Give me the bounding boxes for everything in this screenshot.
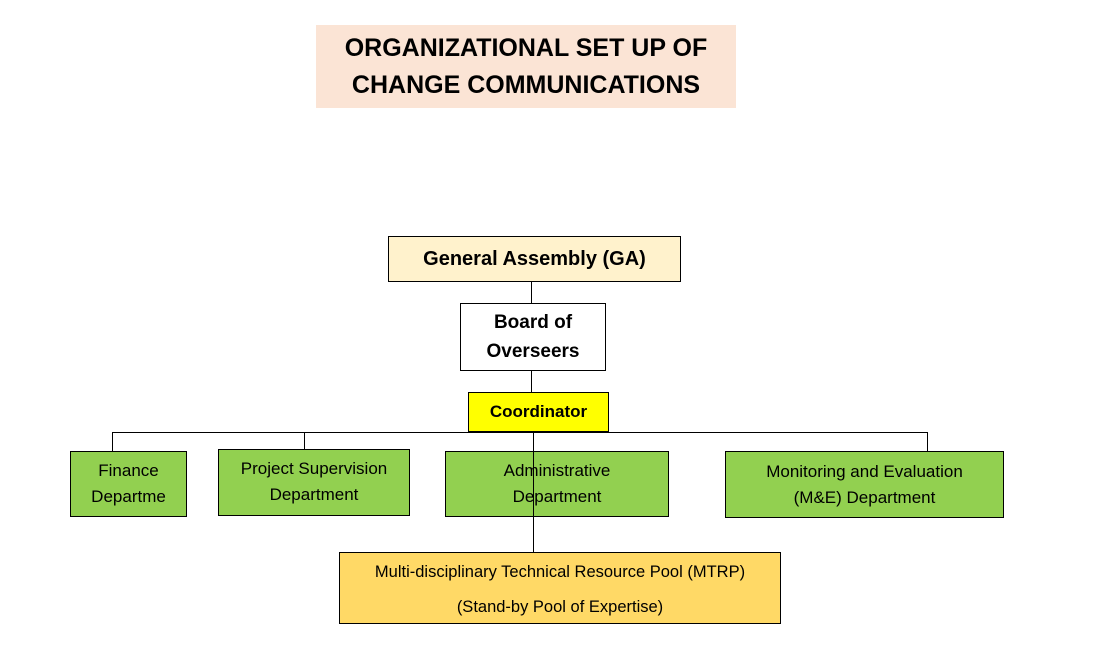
node-label: Project Supervision <box>240 459 388 478</box>
node-label: Department <box>269 485 359 504</box>
node-finance-department: Finance Departme <box>70 451 187 517</box>
node-general-assembly: General Assembly (GA) <box>388 236 681 282</box>
connector-line <box>533 432 534 552</box>
node-label: Administrative <box>503 461 611 480</box>
chart-title: ORGANIZATIONAL SET UP OF CHANGE COMMUNIC… <box>316 25 736 108</box>
node-label: Department <box>512 487 602 506</box>
node-label: (M&E) Department <box>793 487 936 507</box>
node-label: Overseers <box>486 341 580 362</box>
node-administrative-department: Administrative Department <box>445 451 669 517</box>
node-label: Multi-disciplinary Technical Resource Po… <box>374 563 746 581</box>
connector-line <box>531 370 532 392</box>
connector-line <box>531 281 532 303</box>
node-label: General Assembly (GA) <box>423 247 646 270</box>
node-label: Finance <box>98 461 159 480</box>
connector-line <box>112 432 928 433</box>
node-label: (Stand-by Pool of Expertise) <box>456 598 664 616</box>
title-line-1: ORGANIZATIONAL SET UP OF <box>344 33 708 62</box>
node-project-supervision-department: Project Supervision Department <box>218 449 410 516</box>
node-board-of-overseers: Board of Overseers <box>460 303 606 371</box>
node-label: Coordinator <box>489 402 588 421</box>
connector-line <box>112 432 113 451</box>
node-coordinator: Coordinator <box>468 392 609 432</box>
connector-line <box>927 432 928 451</box>
connector-line <box>304 432 305 449</box>
node-monitoring-evaluation-department: Monitoring and Evaluation (M&E) Departme… <box>725 451 1004 518</box>
node-label: Monitoring and Evaluation <box>766 461 963 481</box>
node-label: Departme <box>91 487 166 506</box>
node-mtrp: Multi-disciplinary Technical Resource Po… <box>339 552 781 624</box>
title-line-2: CHANGE COMMUNICATIONS <box>351 70 701 99</box>
node-label: Board of <box>493 312 573 333</box>
